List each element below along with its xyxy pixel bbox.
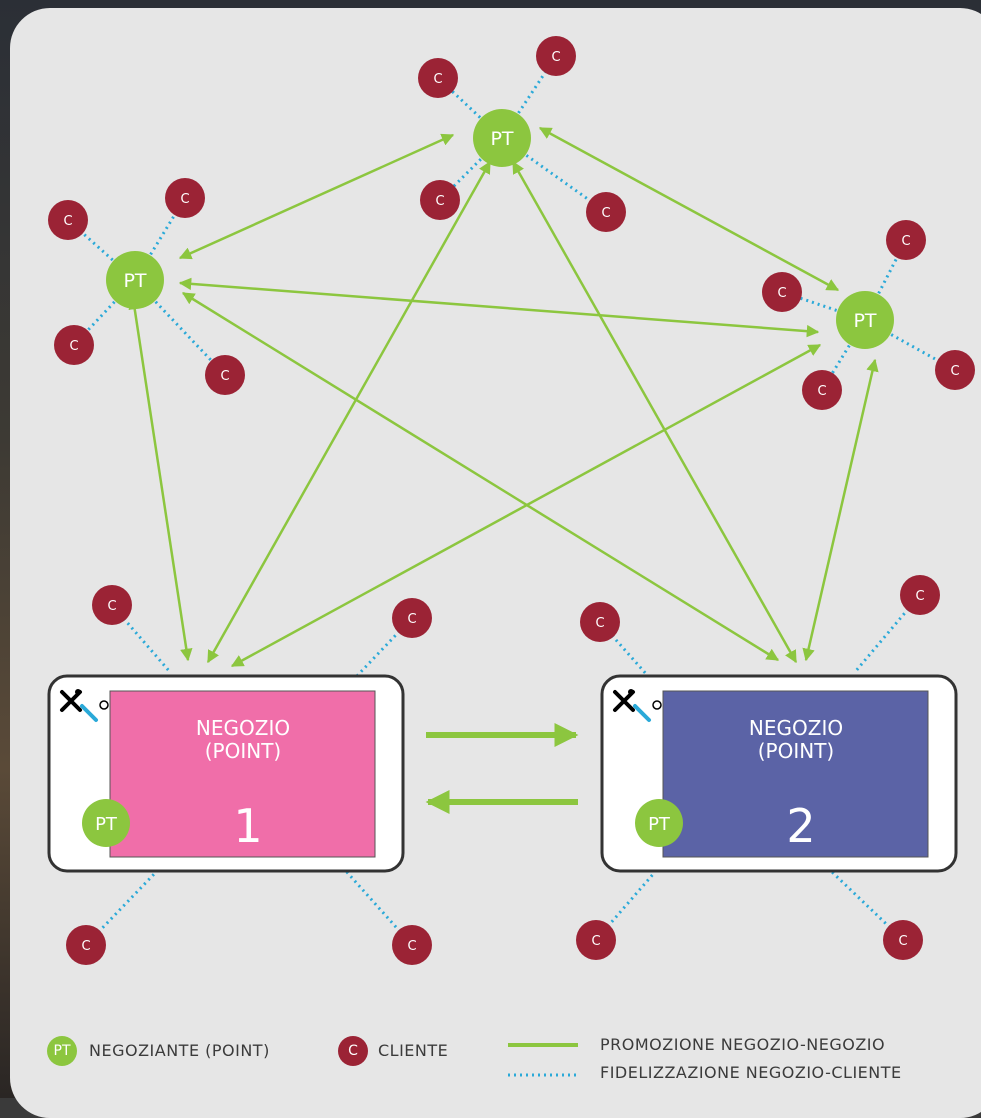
shop-1-screen [109,690,376,858]
client-node: C [420,180,460,220]
pt-label: PT [490,128,513,150]
pt-node: PT [473,109,531,167]
client-node: C [580,602,620,642]
pt-node: PT [836,291,894,349]
client-node: C [418,58,458,98]
client-label: C [595,616,604,631]
legend-promo-label: PROMOZIONE NEGOZIO-NEGOZIO [600,1035,886,1054]
client-label: C [107,599,116,614]
client-label: C [950,364,959,379]
client-label: C [817,384,826,399]
client-node: C [586,192,626,232]
client-node: C [576,920,616,960]
logo-icon [613,689,662,722]
clients-group: C C C C C C C C C C C C C C C C C C C C [48,36,975,965]
client-label: C [433,72,442,87]
shop-2-subtitle: (POINT) [758,739,834,763]
client-label: C [591,934,600,949]
client-node: C [935,350,975,390]
client-node: C [802,370,842,410]
client-label: C [69,339,78,354]
client-node: C [54,325,94,365]
client-label: C [898,934,907,949]
client-node: C [392,598,432,638]
shop-2-pt-badge: PT [648,814,671,835]
shop-1-title: NEGOZIO [196,716,290,740]
promo-links [128,126,879,668]
client-node: C [48,200,88,240]
client-node: C [536,36,576,76]
client-label: C [435,194,444,209]
client-label: C [407,612,416,627]
client-node: C [883,920,923,960]
client-label: C [901,234,910,249]
client-label: C [601,206,610,221]
pt-node: PT [106,251,164,309]
shop-2-screen [662,690,929,858]
legend-c-badge: C [338,1036,368,1066]
legend-c-label: CLIENTE [378,1041,449,1060]
client-label: C [407,939,416,954]
shop-1: NEGOZIO (POINT) 1 PT [47,674,405,873]
client-label: C [63,214,72,229]
legend-pt-badge: PT [47,1036,77,1066]
client-label: C [81,939,90,954]
client-node: C [392,925,432,965]
client-node: C [92,585,132,625]
legend-loyalty-label: FIDELIZZAZIONE NEGOZIO-CLIENTE [600,1063,902,1082]
legend-pt-label: NEGOZIANTE (POINT) [89,1041,270,1060]
pt-label: PT [853,310,876,332]
shop-exchange-arrows [425,723,579,814]
logo-icon [60,689,109,722]
shop-2-title: NEGOZIO [749,716,843,740]
client-node: C [165,178,205,218]
client-label: C [777,286,786,301]
client-node: C [886,220,926,260]
pt-label: PT [123,270,146,292]
client-label: C [180,192,189,207]
client-label: C [220,369,229,384]
shop-2: NEGOZIO (POINT) 2 PT [600,674,958,873]
client-node: C [900,575,940,615]
pt-group: PT PT PT [106,109,894,349]
client-label: C [915,589,924,604]
client-label: C [551,50,560,65]
shop-2-number: 2 [786,799,815,853]
shop-1-number: 1 [233,799,262,853]
shop-1-subtitle: (POINT) [205,739,281,763]
client-node: C [205,355,245,395]
client-node: C [66,925,106,965]
shop-1-pt-badge: PT [95,814,118,835]
client-node: C [762,272,802,312]
